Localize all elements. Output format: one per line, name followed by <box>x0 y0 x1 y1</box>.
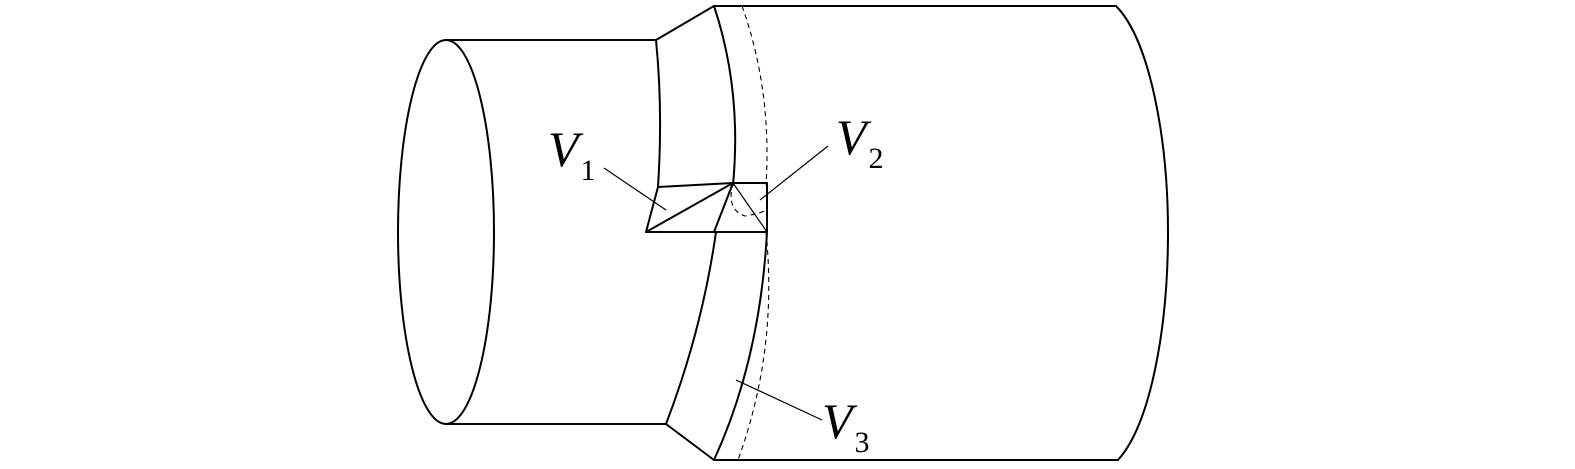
large-cylinder-shoulder-arc-lower <box>713 231 768 461</box>
v2-hidden-edge <box>730 182 768 217</box>
cone-bottom-edge <box>665 423 715 461</box>
label-v3: V3 <box>822 393 870 458</box>
small-cylinder-shoulder-arc-upper <box>655 39 662 188</box>
label-v2-subscript: 2 <box>868 142 884 175</box>
notch-outline <box>645 182 768 233</box>
v2-wedge-edge <box>732 182 768 233</box>
large-cylinder-shoulder-arc-upper <box>713 5 737 186</box>
label-v2: V2 <box>836 109 884 174</box>
label-v3-subscript: 3 <box>854 426 870 459</box>
small-cylinder-end-face <box>397 39 495 425</box>
label-v1-letter: V <box>548 121 579 177</box>
label-v1: V1 <box>548 121 596 186</box>
v2-leader-line <box>759 145 829 201</box>
v1-wedge <box>645 182 734 233</box>
label-v3-letter: V <box>822 393 853 449</box>
label-v2-letter: V <box>836 109 867 165</box>
cone-top-edge <box>655 5 715 41</box>
large-cylinder-end-face <box>1115 5 1169 461</box>
hidden-shoulder-edge-lower <box>737 231 770 461</box>
label-v1-subscript: 1 <box>580 154 596 187</box>
v3-leader-line <box>735 379 823 421</box>
hidden-shoulder-edge-upper <box>741 5 768 186</box>
small-cylinder-shoulder-arc-lower <box>665 231 717 425</box>
v1-leader-line <box>603 167 667 211</box>
